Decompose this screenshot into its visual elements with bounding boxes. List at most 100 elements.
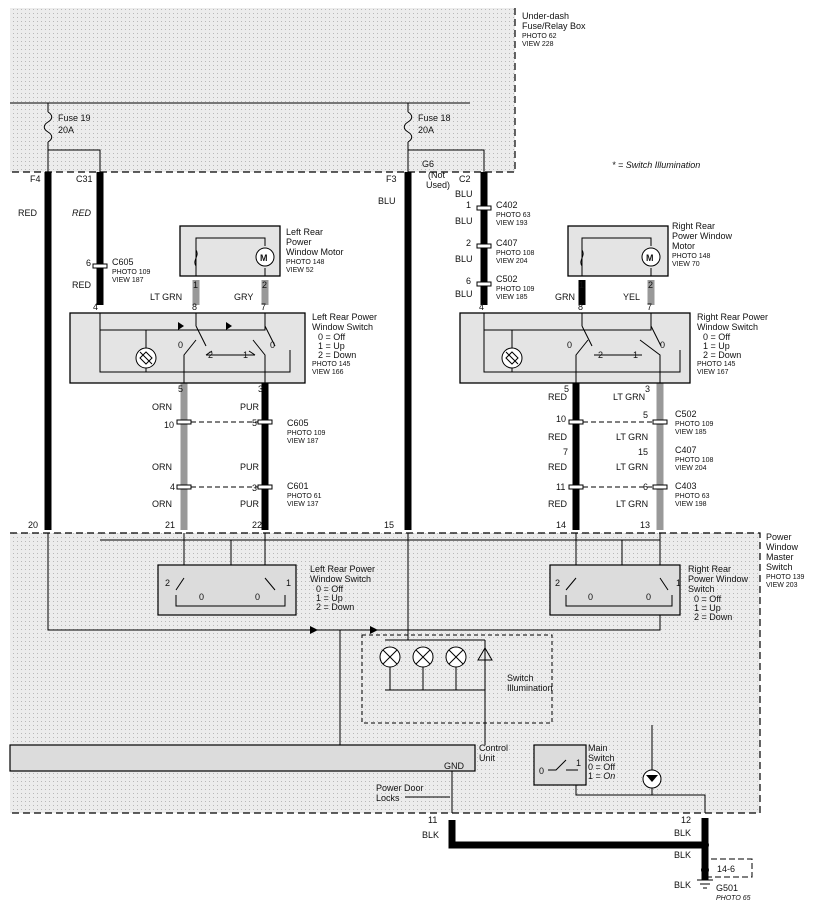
c605-mid-pin-r: 5 <box>252 418 257 428</box>
rr-switch-l1: Right Rear Power <box>697 312 768 322</box>
control-unit-l1: Control <box>479 743 508 753</box>
fuse18-symbol <box>403 103 413 143</box>
lr-motor-m-symbol: M <box>260 253 268 263</box>
fuse19-symbol <box>43 103 53 143</box>
rr-motor-m-symbol: M <box>646 253 654 263</box>
rr-switch-off: 0 = Off <box>703 332 731 342</box>
connector-c502-mid: 10 5 C502 PHOTO 109 VIEW 185 <box>556 409 713 436</box>
wire-label-blk-3: BLK <box>674 850 691 860</box>
svg-text:2: 2 <box>555 578 560 588</box>
wire-label-blk-1: BLK <box>422 830 439 840</box>
illumination-note: * = Switch Illumination <box>612 160 700 170</box>
c403-view: VIEW 198 <box>675 501 707 508</box>
svg-text:1: 1 <box>243 350 248 360</box>
term-not-used-1: (Not <box>428 170 446 180</box>
wire-color-labels: RED RED RED BLU BLU BLU BLU BLU LT GRN G… <box>18 189 691 890</box>
door-locks-l1: Power Door <box>376 783 424 793</box>
rr-switch-pin-3: 3 <box>645 384 650 394</box>
wire-label-red-7: RED <box>548 499 568 509</box>
svg-text:0: 0 <box>255 592 260 602</box>
switch-illum-l2: Illumination <box>507 683 553 693</box>
svg-text:1: 1 <box>633 350 638 360</box>
rr-motor-l1: Right Rear <box>672 221 715 231</box>
term-c31: C31 <box>76 174 93 184</box>
lr-motor-l3: Window Motor <box>286 247 344 257</box>
lr-switch-off: 0 = Off <box>318 332 346 342</box>
c605-top-view: VIEW 187 <box>112 277 144 284</box>
wire-label-blu-1: BLU <box>378 196 396 206</box>
wire-label-yel: YEL <box>623 292 640 302</box>
c407-top-view: VIEW 204 <box>496 258 528 265</box>
svg-text:2: 2 <box>208 350 213 360</box>
master-l4: Switch <box>766 562 793 572</box>
rr-switch-pin-4: 4 <box>479 302 484 312</box>
lr-switch-pin-5: 5 <box>178 384 183 394</box>
wire-label-orn-2: ORN <box>152 462 172 472</box>
wire-label-orn-1: ORN <box>152 402 172 412</box>
c605-top-name: C605 <box>112 257 134 267</box>
c601-pin-r: 3 <box>252 483 257 493</box>
wire-label-red-5: RED <box>548 432 568 442</box>
lr-switch-pin-8: 8 <box>192 302 197 312</box>
master-pin-22: 22 <box>252 520 262 530</box>
wire-label-blu-4: BLU <box>455 254 473 264</box>
switch-illum-l1: Switch <box>507 673 534 683</box>
wire-label-gry: GRY <box>234 292 253 302</box>
master-rr-l3: Switch <box>688 584 715 594</box>
lr-switch-pin-4: 4 <box>93 302 98 312</box>
wire-label-blu-3: BLU <box>455 216 473 226</box>
wire-label-red-6: RED <box>548 462 568 472</box>
svg-text:2: 2 <box>598 350 603 360</box>
rr-motor-photo: PHOTO 148 <box>672 253 710 260</box>
c407-mid-photo: PHOTO 108 <box>675 457 713 464</box>
lr-motor-pin1: 1 <box>193 280 198 290</box>
wire-label-lt-grn-4: LT GRN <box>616 462 648 472</box>
c403-pin-l: 11 <box>556 482 565 492</box>
term-g6: G6 <box>422 159 434 169</box>
wire-label-lt-grn-5: LT GRN <box>616 499 648 509</box>
fuse-box-view: VIEW 228 <box>522 41 554 48</box>
master-photo: PHOTO 139 <box>766 574 804 581</box>
c601-name: C601 <box>287 481 309 491</box>
c402-pin: 1 <box>466 200 471 210</box>
master-lr-l2: Window Switch <box>310 574 371 584</box>
fuse19-rating: 20A <box>58 125 74 135</box>
wire-label-pur-2: PUR <box>240 462 260 472</box>
master-l1: Power <box>766 532 792 542</box>
svg-text:2: 2 <box>165 578 170 588</box>
c605-top-photo: PHOTO 109 <box>112 269 150 276</box>
rr-motor-pin1: 1 <box>579 280 584 290</box>
c601-photo: PHOTO 61 <box>287 493 322 500</box>
fuse-box-subtitle: Fuse/Relay Box <box>522 21 586 31</box>
c605-mid-pin-l: 10 <box>164 420 174 430</box>
c403-photo: PHOTO 63 <box>675 493 710 500</box>
master-pin-14: 14 <box>556 520 566 530</box>
c402-name: C402 <box>496 200 518 210</box>
connector-breaks <box>92 205 668 490</box>
ground-splice: 14-6 <box>717 864 735 874</box>
right-rear-window-switch: 4 8 7 5 3 0 0 2 1 Right Rear Power Windo… <box>459 302 768 394</box>
main-switch-l1: Main <box>588 743 608 753</box>
master-l3: Master <box>766 552 794 562</box>
c407-mid-view: VIEW 204 <box>675 465 707 472</box>
master-rr-l2: Power Window <box>688 574 749 584</box>
lr-switch-pin-7: 7 <box>261 302 266 312</box>
fuse-box-title: Under-dash <box>522 11 569 21</box>
lr-switch-up: 1 = Up <box>318 341 345 351</box>
c502-mid-pin-l: 10 <box>556 414 566 424</box>
lr-motor-l1: Left Rear <box>286 227 323 237</box>
wire-label-lt-grn-3: LT GRN <box>616 432 648 442</box>
c403-pin-r: 6 <box>643 482 648 492</box>
control-unit-l2: Unit <box>479 753 496 763</box>
main-switch-on: 1 = On <box>588 771 615 781</box>
fuse-box-photo: PHOTO 62 <box>522 33 557 40</box>
rr-motor-view: VIEW 70 <box>672 261 700 268</box>
ground-pin-11: 11 <box>428 815 437 825</box>
svg-text:0: 0 <box>646 592 651 602</box>
power-window-master-switch: Power Window Master Switch PHOTO 139 VIE… <box>9 520 804 814</box>
svg-text:0: 0 <box>199 592 204 602</box>
wire-blk-ground-11 <box>448 820 705 849</box>
c502-top-view: VIEW 185 <box>496 294 528 301</box>
wire-label-lt-grn-2: LT GRN <box>613 392 645 402</box>
